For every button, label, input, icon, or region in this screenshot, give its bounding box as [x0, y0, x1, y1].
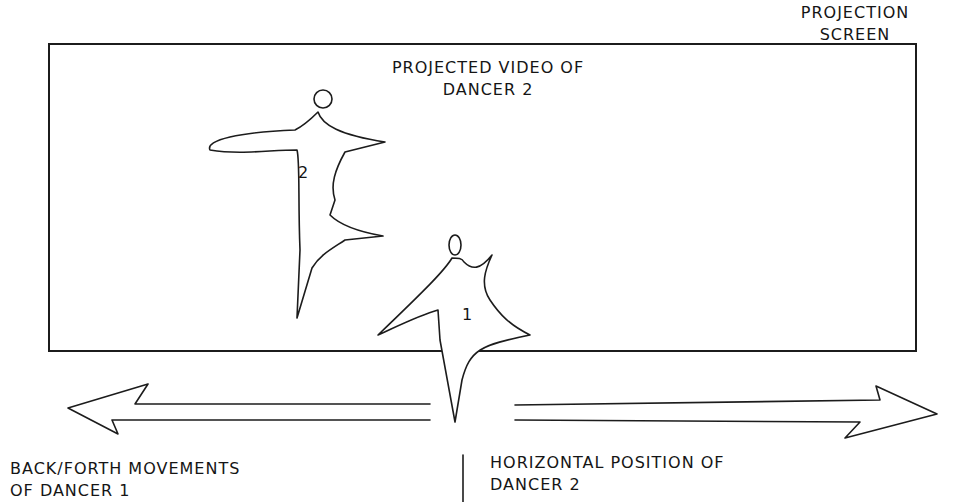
- direction-arrow: [68, 384, 430, 434]
- screen-heading: PROJECTION SCREEN: [785, 2, 925, 46]
- annotation-note: BACK/FORTH MOVEMENTS OF DANCER 1: [10, 458, 260, 502]
- screen-content-note: PROJECTED VIDEO OF DANCER 2: [388, 57, 588, 101]
- annotation-note: HORIZONTAL POSITION OF DANCER 2: [490, 452, 725, 496]
- dancer-figure: [210, 112, 385, 318]
- dancer-head: [314, 90, 332, 108]
- callout-number: 2: [298, 162, 328, 184]
- divider-line: [462, 455, 464, 502]
- callout-number: 1: [462, 304, 492, 326]
- dancer-figure: [378, 255, 530, 422]
- direction-arrow: [515, 386, 937, 438]
- dancer-head: [449, 235, 461, 255]
